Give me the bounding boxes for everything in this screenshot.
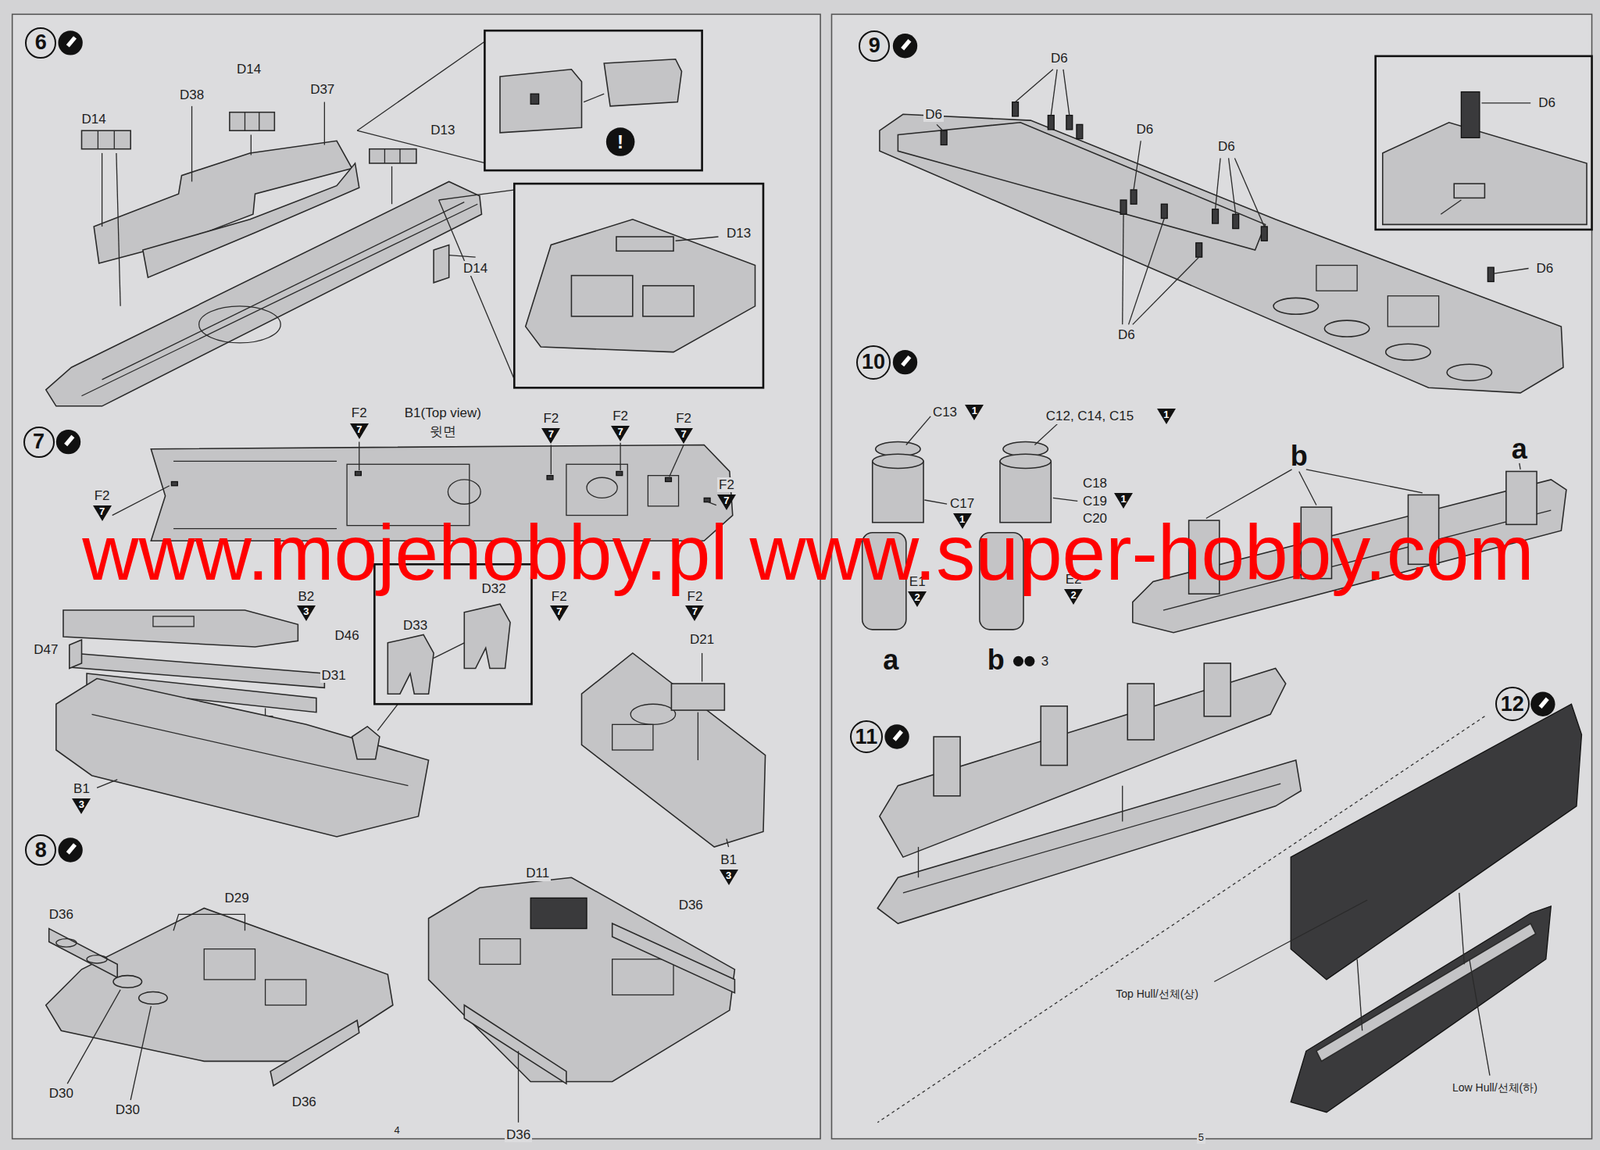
part-label: D33: [401, 617, 429, 634]
paint-number: 1: [1157, 408, 1176, 425]
part-label: D13: [428, 122, 457, 139]
part-label: D30: [47, 1085, 75, 1102]
step-number: 6: [25, 27, 57, 59]
step-number: 12: [1495, 686, 1530, 722]
part-label: 윗면: [428, 424, 458, 440]
paint-number: 7: [541, 428, 561, 444]
part-label: D36: [290, 1094, 318, 1111]
part-label: F2: [610, 408, 630, 425]
step-number: 9: [858, 30, 890, 62]
part-label: F2: [92, 488, 112, 504]
part-label: D38: [178, 87, 206, 104]
step-text: 11: [855, 726, 879, 748]
step-text: 6: [35, 32, 47, 54]
step-text: 9: [868, 35, 881, 57]
part-label: D30: [114, 1102, 142, 1118]
part-label: F2: [541, 410, 561, 427]
step-text: 8: [35, 839, 47, 861]
part-label: D6: [1049, 50, 1070, 67]
step-text: 7: [32, 431, 45, 453]
paint-number: 7: [550, 605, 569, 622]
part-label: F2: [685, 589, 705, 605]
variant-letter: a: [881, 646, 900, 675]
part-label: D14: [461, 260, 490, 277]
part-label: C19: [1081, 493, 1109, 510]
part-label: D6: [1135, 121, 1156, 138]
paint-number: 2: [1064, 589, 1083, 605]
step-number: 11: [850, 720, 884, 754]
step-number: 8: [25, 834, 57, 866]
part-label: 3: [1039, 653, 1050, 670]
variant-letter: b: [1289, 442, 1310, 471]
part-label: D21: [688, 632, 716, 648]
part-label: C13: [931, 404, 959, 421]
part-label: D6: [923, 107, 944, 123]
page-number: 5: [1196, 1132, 1206, 1144]
warning-mark: !: [615, 132, 625, 152]
part-label: D13: [725, 225, 753, 242]
part-label: D47: [32, 642, 60, 658]
hull-label: Low Hull/선체(하): [1450, 1081, 1540, 1094]
part-label: B1: [718, 852, 739, 868]
part-label: D36: [504, 1127, 533, 1143]
paint-number: 1: [964, 404, 984, 421]
part-label: B1(Top view): [403, 405, 483, 422]
part-label: F2: [550, 589, 569, 605]
part-label: D36: [47, 907, 75, 923]
hull-label: Top Hull/선체(상): [1114, 987, 1200, 1000]
part-label: B2: [296, 589, 316, 605]
part-label: C18: [1081, 475, 1109, 492]
part-label: D6: [1216, 139, 1237, 155]
paint-number: 3: [71, 798, 91, 815]
variant-letter: a: [1510, 435, 1529, 464]
paint-number: 7: [350, 423, 369, 440]
part-label: D37: [308, 82, 336, 98]
watermark: www.mojehobby.pl www.super-hobby.com: [82, 513, 1534, 592]
paint-number: 7: [674, 428, 693, 444]
part-label: C17: [948, 496, 976, 512]
part-label: C12, C14, C15: [1044, 408, 1136, 425]
part-label: F2: [674, 410, 693, 427]
part-label: D14: [235, 61, 263, 78]
paint-number: 2: [907, 591, 927, 608]
part-label: D6: [1536, 95, 1558, 111]
step-text: 10: [861, 351, 886, 373]
step-text: 12: [1500, 693, 1525, 715]
part-label: B1: [71, 781, 92, 797]
paint-number: 7: [717, 494, 736, 511]
part-label: F2: [350, 405, 369, 422]
part-label: D14: [80, 111, 108, 128]
part-label: D36: [677, 897, 705, 914]
paint-number: 7: [685, 605, 704, 622]
part-label: D31: [320, 667, 348, 684]
paint-number: 1: [1114, 492, 1133, 509]
part-label: D11: [524, 865, 551, 882]
part-label: F2: [717, 477, 736, 493]
paint-number: 3: [719, 869, 739, 886]
step-number: 10: [856, 345, 891, 380]
part-label: D6: [1535, 260, 1556, 277]
paint-number: 3: [296, 605, 316, 622]
part-label: D29: [222, 890, 250, 907]
variant-letter: b: [985, 646, 1007, 675]
page-number: 4: [392, 1125, 401, 1137]
step-number: 7: [23, 426, 55, 458]
part-label: D6: [1116, 327, 1137, 343]
part-label: D46: [332, 628, 361, 644]
paint-number: 7: [610, 425, 630, 442]
